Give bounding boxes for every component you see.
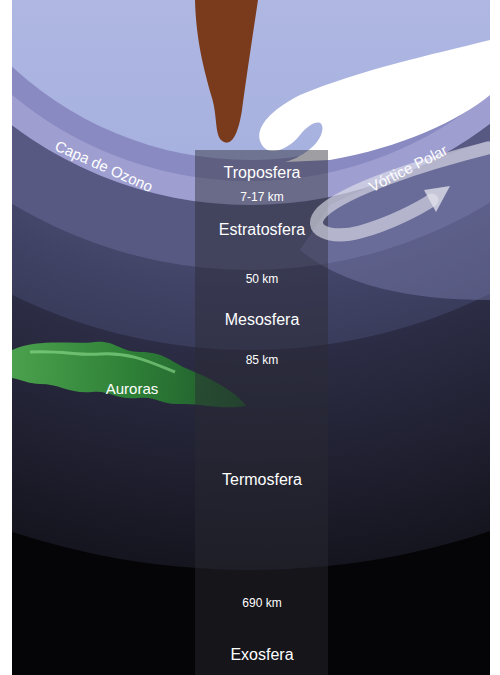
layer-name: Mesosfera bbox=[225, 311, 300, 329]
layer-name: Troposfera bbox=[224, 164, 301, 182]
layer-band: Mesosfera bbox=[221, 310, 304, 330]
altitude-value: 690 km bbox=[242, 596, 281, 610]
continent bbox=[195, 0, 258, 143]
layer-name: Estratosfera bbox=[219, 221, 305, 239]
layer-name: Exosfera bbox=[230, 646, 293, 664]
aurora-label: Auroras bbox=[106, 380, 159, 397]
layer-name: Termosfera bbox=[222, 471, 302, 489]
vortex-region bbox=[300, 140, 490, 300]
layer-label: Capa de Ozono bbox=[53, 137, 156, 195]
layer-band: Exosfera bbox=[226, 645, 297, 665]
vortex-arrowhead bbox=[424, 186, 450, 212]
thermosphere-band bbox=[12, 0, 490, 570]
center-strip bbox=[195, 150, 328, 675]
layer-band: Termosfera bbox=[218, 470, 306, 490]
altitude-value: 7-17 km bbox=[240, 190, 283, 204]
altitude-value: 50 km bbox=[246, 272, 279, 286]
ice-cap bbox=[259, 40, 490, 162]
layer-band: Troposfera bbox=[220, 163, 305, 183]
aurora-highlight bbox=[30, 352, 175, 372]
layer-band: Estratosfera bbox=[215, 220, 309, 240]
layer-label: Vórtice Polar bbox=[366, 141, 450, 195]
altitude-value: 85 km bbox=[246, 353, 279, 367]
